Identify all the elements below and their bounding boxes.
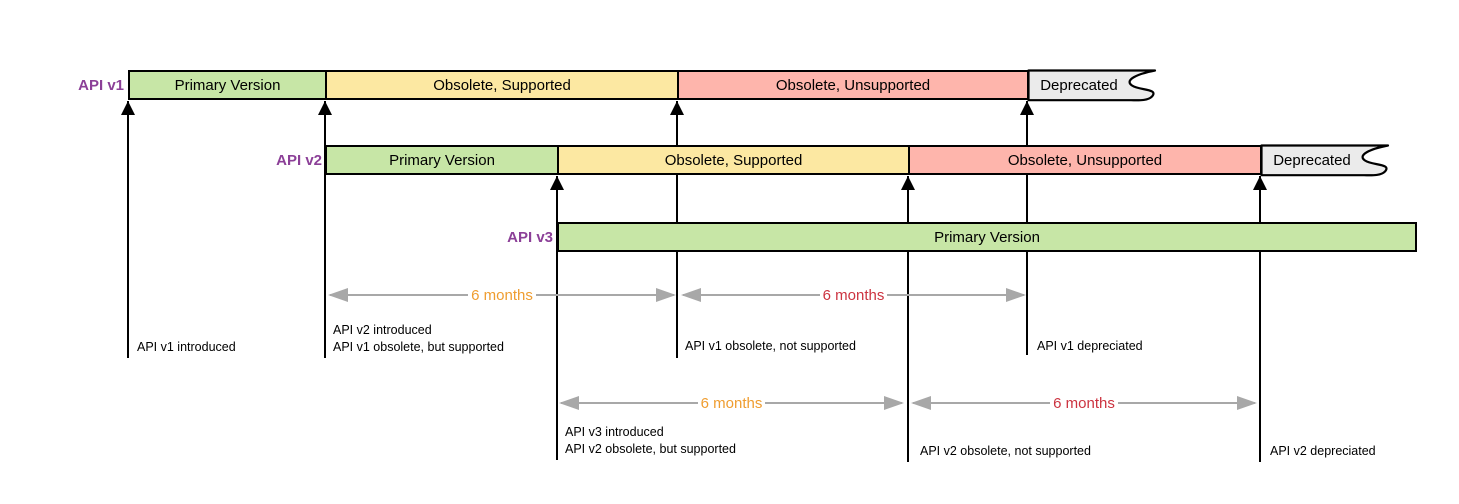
v2-segment-obsolete-unsupported: Obsolete, Unsupported [908, 145, 1262, 175]
arrow-right-icon [656, 288, 676, 302]
duration-arrow-v2-supported: 6 months [559, 394, 904, 412]
annotation-v2-depreciated: API v2 depreciated [1270, 444, 1376, 458]
arrow-shaft [330, 294, 674, 296]
arrow-right-icon [1006, 288, 1026, 302]
event-line-v3-introduced [556, 176, 558, 460]
annotation-v2-unsupported: API v2 obsolete, not supported [920, 444, 1091, 458]
arrow-right-icon [884, 396, 904, 410]
v1-segment-primary: Primary Version [128, 70, 327, 100]
v1-segment-deprecated-label: Deprecated [1040, 76, 1118, 94]
duration-arrow-v2-unsupported: 6 months [911, 394, 1257, 412]
duration-arrow-v1-supported: 6 months [328, 286, 676, 304]
v2-segment-deprecated-label: Deprecated [1273, 151, 1351, 169]
annotation-v1-introduced: API v1 introduced [137, 340, 236, 354]
arrow-shaft [683, 294, 1024, 296]
v1-segment-obsolete-supported: Obsolete, Supported [325, 70, 679, 100]
v2-segment-obsolete-supported: Obsolete, Supported [557, 145, 910, 175]
up-arrow-icon [121, 101, 135, 115]
up-arrow-icon [1253, 176, 1267, 190]
v2-segment-primary: Primary Version [325, 145, 559, 175]
row-label-api-v2: API v2 [276, 151, 322, 169]
annotation-v3-introduced: API v3 introduced API v2 obsolete, but s… [565, 425, 736, 456]
arrow-right-icon [1237, 396, 1257, 410]
arrow-shaft [561, 402, 902, 404]
row-label-api-v1: API v1 [78, 76, 124, 94]
up-arrow-icon [318, 101, 332, 115]
event-line-v2-introduced [324, 101, 326, 358]
event-line-v1-introduced [127, 101, 129, 358]
duration-arrow-v1-unsupported: 6 months [681, 286, 1026, 304]
v2-segment-deprecated-torn-shape [1260, 144, 1390, 177]
event-line-v2-depreciated [1259, 176, 1261, 462]
annotation-v2-introduced: API v2 introduced API v1 obsolete, but s… [333, 323, 504, 354]
up-arrow-icon [550, 176, 564, 190]
v1-segment-obsolete-unsupported: Obsolete, Unsupported [677, 70, 1029, 100]
up-arrow-icon [901, 176, 915, 190]
up-arrow-icon [1020, 101, 1034, 115]
row-label-api-v3: API v3 [507, 228, 553, 246]
v1-segment-deprecated-torn-shape [1027, 69, 1157, 102]
arrow-shaft [913, 402, 1255, 404]
annotation-v1-unsupported: API v1 obsolete, not supported [685, 339, 856, 353]
annotation-v1-depreciated: API v1 depreciated [1037, 339, 1143, 353]
up-arrow-icon [670, 101, 684, 115]
v3-segment-primary: Primary Version [557, 222, 1417, 252]
event-line-v2-unsupported [907, 176, 909, 462]
